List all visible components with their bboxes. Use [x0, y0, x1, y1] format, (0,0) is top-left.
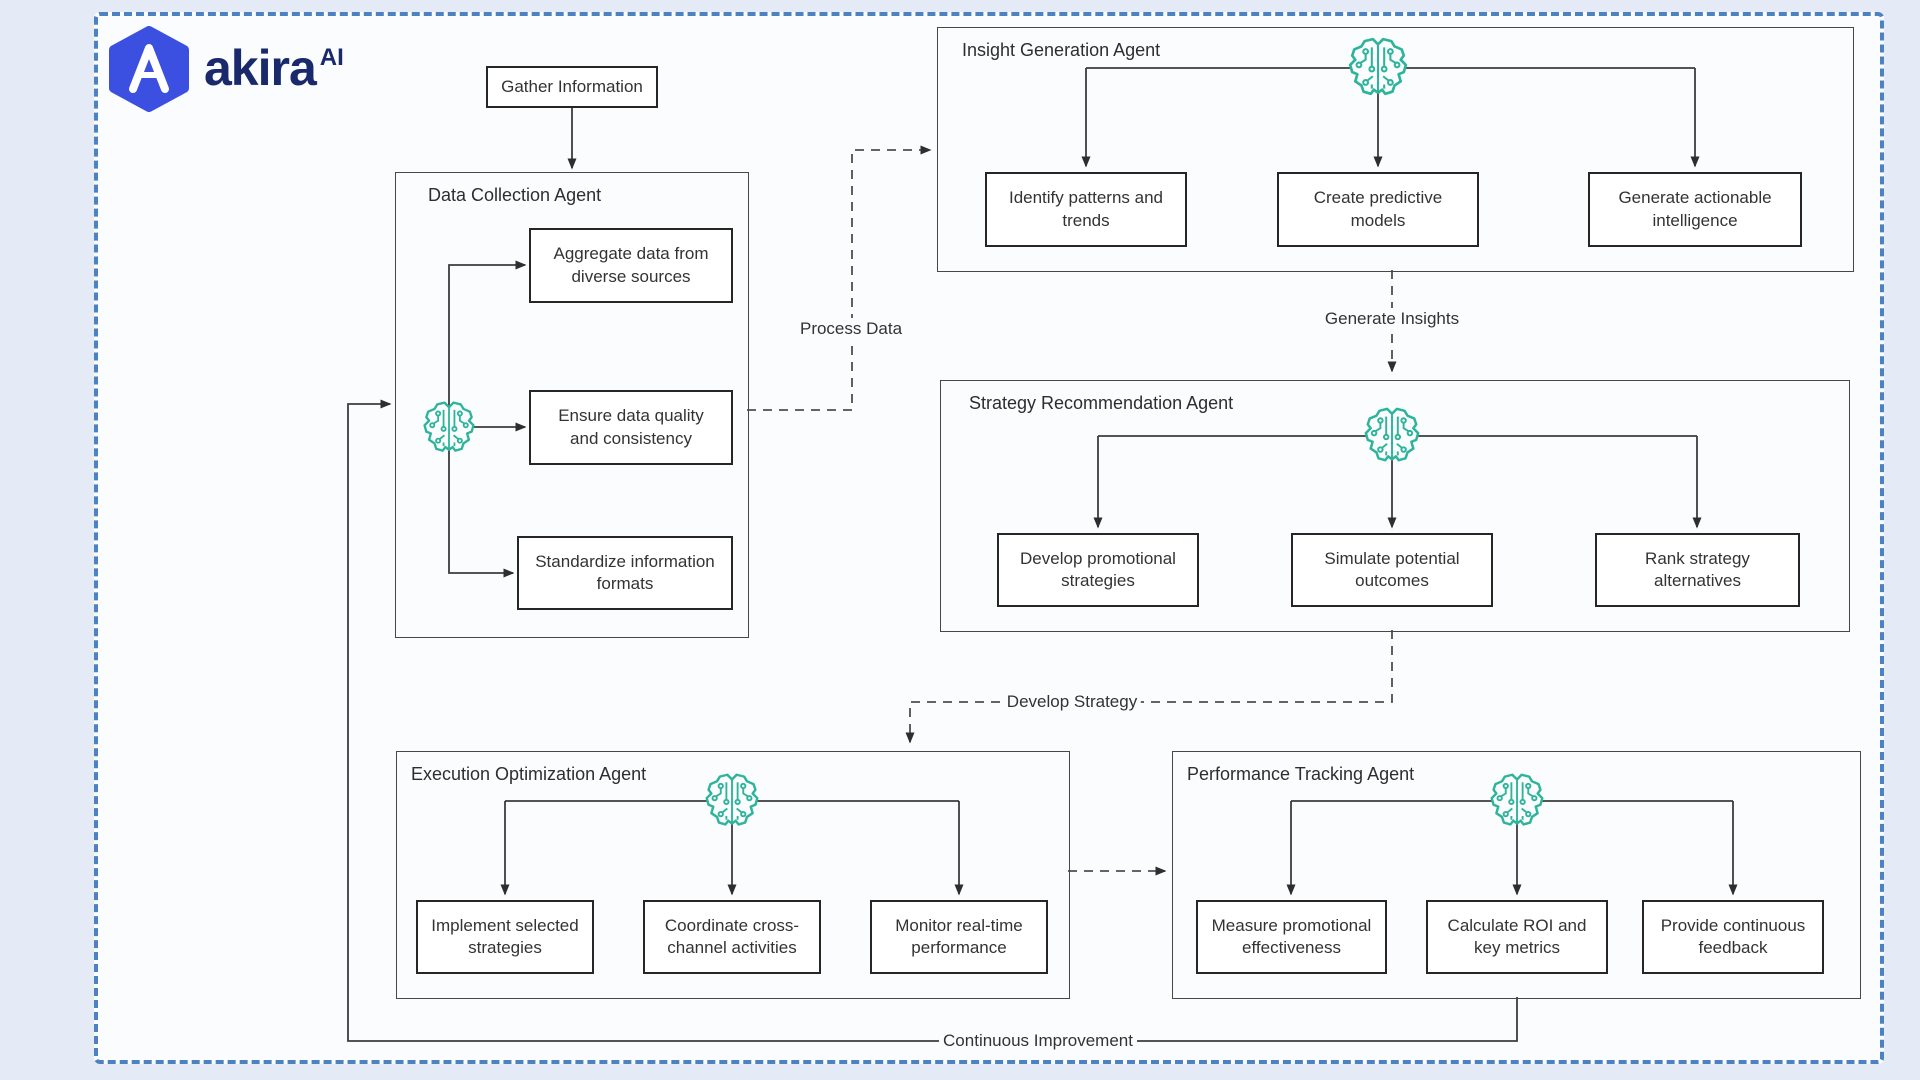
circuit-brain-icon: [702, 771, 762, 831]
brand-name: akira: [204, 40, 317, 96]
panel-performance-tracking-agent: Performance Tracking Agent: [1172, 751, 1861, 999]
panel-title: Data Collection Agent: [428, 185, 602, 205]
task-identify-patterns: Identify patterns and trends: [985, 172, 1187, 247]
task-calculate-roi: Calculate ROI and key metrics: [1426, 900, 1608, 974]
hexagon-a-logo-icon: [109, 26, 189, 112]
task-rank-alternatives: Rank strategy alternatives: [1595, 533, 1800, 607]
circuit-brain-icon: [1487, 771, 1547, 831]
start-node-gather-information: Gather Information: [486, 66, 658, 108]
task-implement-strategies: Implement selected strategies: [416, 900, 594, 974]
panel-title: Strategy Recommendation Agent: [969, 393, 1234, 413]
edge-label-continuous-improvement: Continuous Improvement: [939, 1030, 1137, 1052]
edge-label-generate-insights: Generate Insights: [1320, 308, 1464, 330]
panel-title: Execution Optimization Agent: [411, 764, 647, 784]
panel-strategy-recommendation-agent: Strategy Recommendation Agent: [940, 380, 1850, 632]
circuit-brain-icon: [1361, 405, 1423, 467]
task-coordinate-activities: Coordinate cross-channel activities: [643, 900, 821, 974]
task-create-models: Create predictive models: [1277, 172, 1479, 247]
task-aggregate-data: Aggregate data from diverse sources: [529, 228, 733, 303]
task-ensure-quality: Ensure data quality and consistency: [529, 390, 733, 465]
panel-title: Insight Generation Agent: [962, 40, 1161, 60]
panel-data-collection-agent: Data Collection Agent: [395, 172, 749, 638]
edge-label-develop-strategy: Develop Strategy: [1002, 691, 1142, 713]
task-provide-feedback: Provide continuous feedback: [1642, 900, 1824, 974]
panel-execution-optimization-agent: Execution Optimization Agent: [396, 751, 1070, 999]
task-simulate-outcomes: Simulate potential outcomes: [1291, 533, 1493, 607]
task-develop-strategies: Develop promotional strategies: [997, 533, 1199, 607]
edge-label-process-data: Process Data: [795, 318, 907, 340]
task-generate-intelligence: Generate actionable intelligence: [1588, 172, 1802, 247]
circuit-brain-icon: [1345, 35, 1411, 101]
panel-insight-generation-agent: Insight Generation Agent: [937, 27, 1854, 272]
circuit-brain-icon: [420, 399, 478, 457]
task-measure-effectiveness: Measure promotional effectiveness: [1196, 900, 1387, 974]
task-monitor-performance: Monitor real-time performance: [870, 900, 1048, 974]
brand-logo: akira AI: [108, 26, 344, 112]
task-standardize-formats: Standardize information formats: [517, 536, 733, 610]
brand-superscript: AI: [319, 44, 344, 71]
panel-title: Performance Tracking Agent: [1187, 764, 1415, 784]
